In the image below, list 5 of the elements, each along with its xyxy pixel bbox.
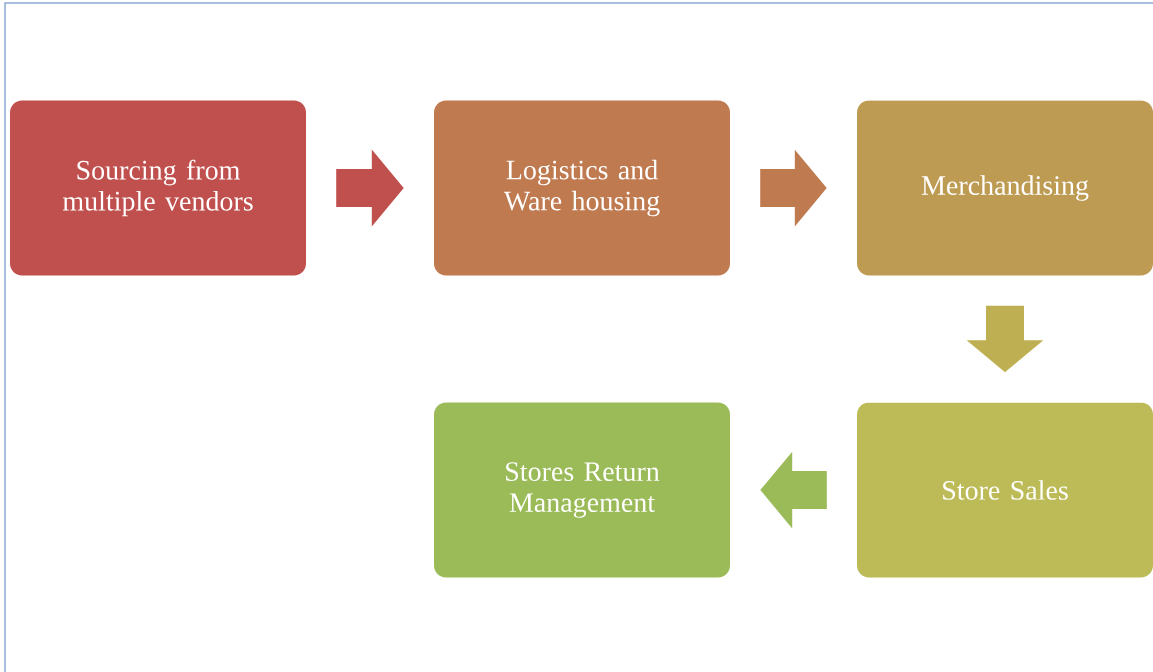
process-box: Logistics and Ware housing [434, 100, 730, 276]
process-box: Stores Return Management [434, 402, 730, 578]
process-box: Merchandising [857, 100, 1153, 276]
process-box: Store Sales [857, 402, 1153, 578]
process-box: Sourcing from multiple vendors [10, 100, 306, 276]
